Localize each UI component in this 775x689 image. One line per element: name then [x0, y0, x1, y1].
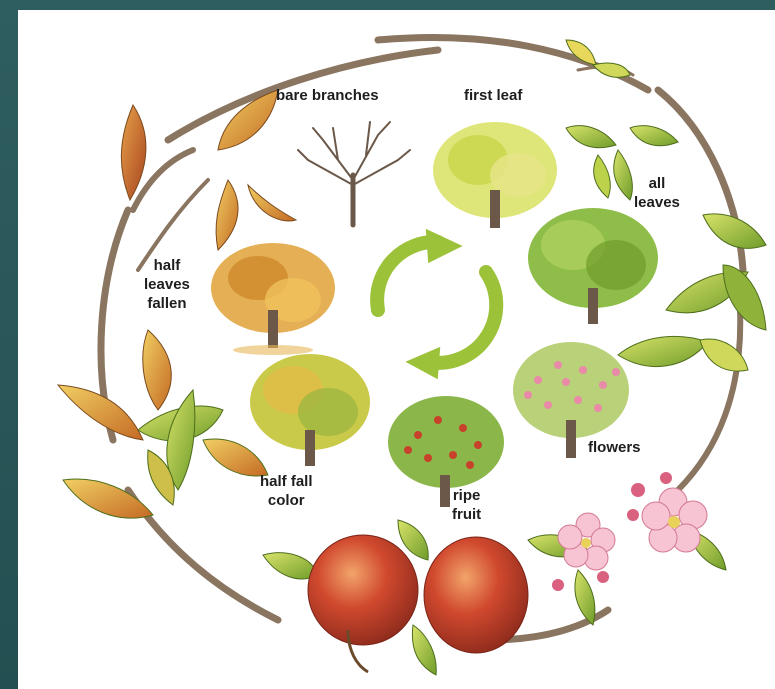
label-all-leaves: all leaves	[634, 174, 680, 212]
tree-bare-branches	[298, 122, 410, 225]
label-bare-branches: bare branches	[276, 86, 379, 105]
label-first-leaf: first leaf	[464, 86, 522, 105]
cycle-arrows-icon	[377, 232, 496, 376]
label-flowers: flowers	[588, 438, 641, 457]
tree-all-leaves	[528, 208, 658, 324]
tree-half-fall-color	[250, 354, 370, 466]
label-half-fall-color: half fall color	[260, 472, 313, 510]
tree-ripe-fruit	[388, 396, 504, 507]
slide: bare branches first leaf all leaves flow…	[18, 10, 775, 689]
apples	[263, 520, 528, 675]
tree-first-leaf	[433, 122, 557, 228]
seasonal-cycle-illustration	[18, 10, 775, 689]
tree-half-leaves-fallen	[211, 243, 335, 355]
label-half-leaves-fallen: half leaves fallen	[144, 256, 190, 313]
label-ripe-fruit: ripe fruit	[452, 486, 481, 524]
apple-blossoms	[528, 472, 726, 625]
